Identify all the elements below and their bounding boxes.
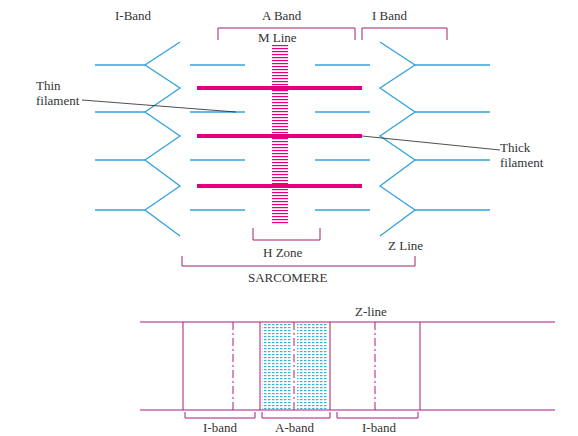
band-border bbox=[330, 322, 331, 410]
z-line-zigzag bbox=[380, 42, 415, 236]
thin-filament bbox=[190, 159, 245, 160]
part-label: I-Band bbox=[115, 8, 151, 23]
thick-filaments bbox=[197, 88, 362, 186]
thin-filament bbox=[190, 209, 245, 210]
thin-filament bbox=[95, 64, 145, 65]
dash-line bbox=[375, 322, 376, 410]
leader-line bbox=[362, 136, 500, 150]
a-band-fill bbox=[262, 323, 292, 409]
part-label: H Zone bbox=[263, 245, 302, 260]
part-label: M Line bbox=[258, 30, 297, 45]
m-line bbox=[294, 322, 295, 410]
h-zone-bracket bbox=[253, 228, 320, 240]
right-z-line bbox=[315, 42, 490, 236]
thin-filament bbox=[415, 111, 490, 112]
thick-filament bbox=[197, 86, 362, 90]
thin-filament bbox=[95, 111, 145, 112]
i-band-bracket bbox=[362, 28, 447, 40]
part-label: SARCOMERE bbox=[248, 270, 327, 285]
part-label: I Band bbox=[372, 8, 407, 23]
thin-filament bbox=[315, 64, 370, 65]
band-brackets bbox=[182, 28, 447, 266]
part-label: I-band bbox=[203, 420, 237, 435]
thin-filament bbox=[190, 111, 245, 112]
part-label: Thick filament bbox=[500, 140, 560, 170]
thin-filament bbox=[95, 209, 145, 210]
thin-filament bbox=[315, 159, 370, 160]
dash-line bbox=[233, 322, 234, 410]
z-line-zigzag bbox=[145, 42, 180, 236]
i-band-bracket bbox=[185, 412, 255, 418]
part-label: I-band bbox=[362, 420, 396, 435]
leader-lines bbox=[82, 100, 500, 150]
z-line bbox=[183, 322, 184, 410]
part-label: A Band bbox=[262, 8, 301, 23]
part-label: Thin filament bbox=[36, 78, 91, 108]
thin-filament bbox=[415, 64, 490, 65]
part-label: A-band bbox=[275, 420, 314, 435]
band-border bbox=[260, 322, 261, 410]
thin-filament bbox=[315, 209, 370, 210]
i-band-bracket bbox=[337, 412, 418, 418]
thick-filament bbox=[197, 134, 362, 138]
thin-filament bbox=[315, 111, 370, 112]
sarcomere-schematic bbox=[140, 322, 555, 418]
a-band-bracket bbox=[262, 412, 330, 418]
thick-filament bbox=[197, 184, 362, 188]
thin-filament bbox=[415, 159, 490, 160]
part-label: Z-line bbox=[355, 304, 387, 319]
left-z-line bbox=[95, 42, 245, 236]
thin-filament bbox=[95, 159, 145, 160]
z-line bbox=[420, 322, 421, 410]
fiber-border bbox=[140, 322, 555, 323]
leader-line bbox=[82, 100, 236, 112]
fiber-border bbox=[140, 410, 555, 411]
part-label: Z Line bbox=[388, 238, 423, 253]
a-band-fill bbox=[297, 323, 328, 409]
thin-filament bbox=[190, 64, 245, 65]
thin-filament bbox=[415, 209, 490, 210]
